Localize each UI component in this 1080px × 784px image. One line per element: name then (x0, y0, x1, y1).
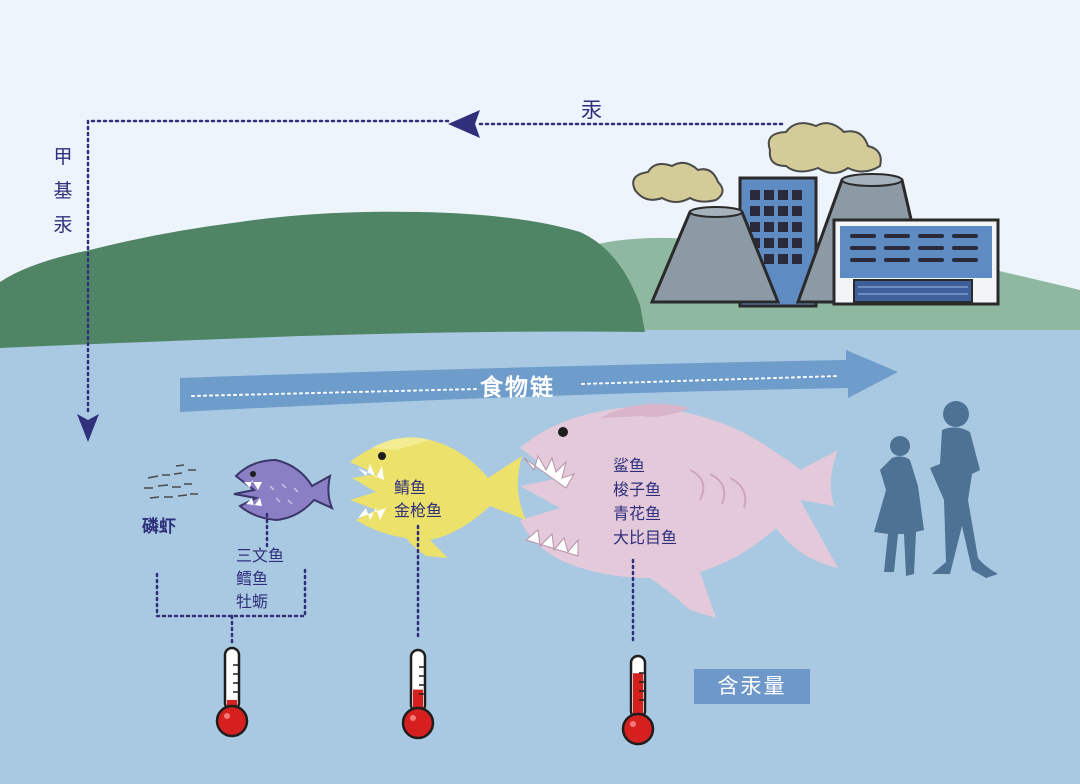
large-fish-label-4: 大比目鱼 (613, 528, 678, 547)
thermometer-icon (215, 646, 249, 738)
connector-lines (155, 512, 635, 646)
smoke-icon (767, 122, 882, 174)
small-fish-label-1: 三文鱼 (236, 546, 285, 565)
food-chain-label: 食物链 (480, 375, 555, 401)
people-icon (874, 401, 998, 578)
mercury-level (413, 689, 423, 714)
krill-icon (144, 464, 198, 499)
smoke-icon (632, 161, 724, 203)
mercury-content-legend: 含汞量 (694, 669, 810, 704)
large-fish-body (520, 406, 838, 618)
factory-icon (632, 122, 1000, 308)
arrow-icon (448, 110, 480, 138)
medium-fish-body (350, 438, 526, 558)
medium-fish-label-1: 鲭鱼 (394, 478, 427, 497)
methylmercury-char-2: 基 (53, 180, 73, 202)
water (0, 318, 1080, 784)
krill-label: 磷虾 (142, 517, 176, 537)
small-fish-label-3: 牡蛎 (236, 592, 269, 611)
large-fish-label-1: 鲨鱼 (613, 456, 646, 475)
hill (0, 211, 645, 348)
arrow-icon (180, 350, 898, 412)
mercury-path (77, 110, 784, 442)
arrow-icon (77, 414, 99, 442)
fish-icon (233, 458, 334, 522)
large-fish-label-3: 青花鱼 (613, 504, 662, 523)
medium-fish-label-2: 金枪鱼 (394, 501, 443, 520)
thermometers (215, 646, 655, 746)
thermometer-icon (621, 654, 655, 746)
methylmercury-char-1: 甲 (53, 146, 73, 168)
large-fish-label-2: 梭子鱼 (613, 480, 662, 499)
methylmercury-char-3: 汞 (53, 214, 73, 236)
mercury-level (633, 673, 643, 720)
thermometer-icon (401, 648, 435, 740)
fish-icon (350, 437, 526, 558)
mercury-label: 汞 (581, 98, 602, 122)
food-chain-arrow (180, 350, 898, 412)
small-fish-label-2: 鳕鱼 (236, 569, 269, 588)
fish-icon (520, 403, 838, 618)
